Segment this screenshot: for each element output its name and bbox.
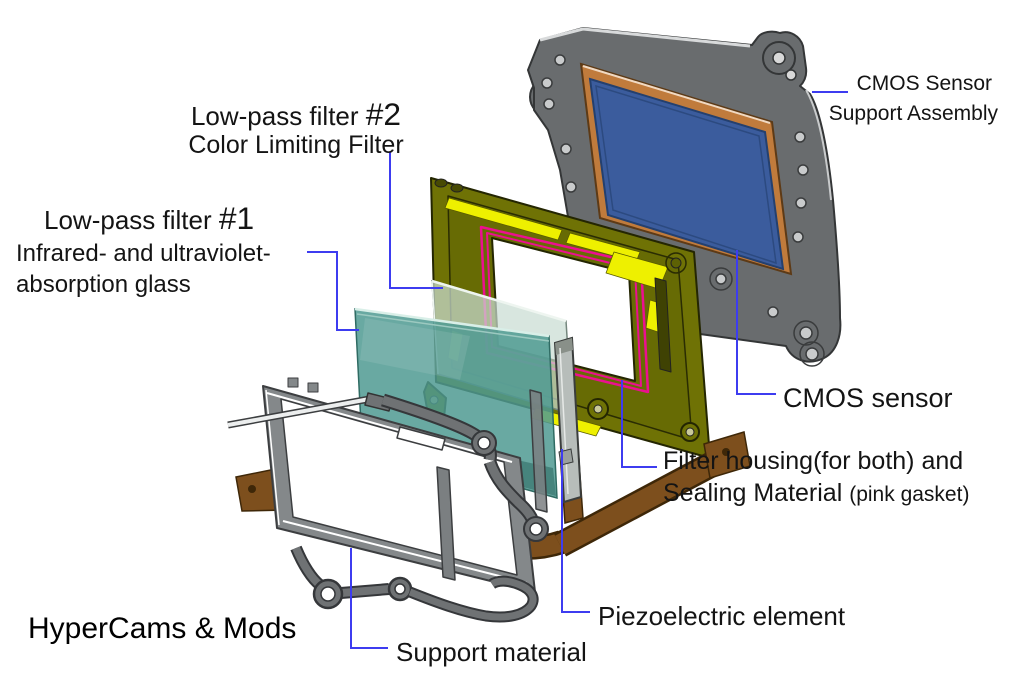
arm-ring-hole [477, 436, 491, 450]
frame-highlight [266, 392, 513, 463]
housing-screw-hole [593, 404, 603, 414]
link-ring-hole [394, 583, 406, 595]
thin-rod [227, 396, 376, 427]
lpf1-number: #1 [218, 200, 255, 236]
housing-right-slot [654, 277, 672, 373]
piezoelectric-text: Piezoelectric element [598, 601, 846, 631]
bottom-link [340, 585, 390, 597]
leader-piezo [561, 449, 590, 613]
plate-right-highlight [805, 89, 832, 201]
label-filter-housing: Filter housing(for both) and Sealing Mat… [663, 445, 969, 511]
housing-hole [434, 178, 448, 188]
lpf2-number: #2 [365, 96, 402, 132]
lpf2-subtext: Color Limiting Filter [188, 131, 404, 159]
plate-top-highlight [539, 27, 751, 48]
label-piezoelectric: Piezoelectric element [598, 601, 845, 632]
lpf1-text: Low-pass filter [44, 205, 219, 235]
label-support-assembly: CMOS Sensor Support Assembly [828, 72, 998, 126]
watermark: HyperCams & Mods [28, 612, 296, 646]
frame-tab [307, 382, 319, 393]
label-low-pass-filter-1: Low-pass filter #1 Infrared- and ultravi… [16, 200, 271, 299]
support-material-frame [227, 377, 549, 623]
plate-screw-holes [541, 54, 819, 361]
frame-far-bar [529, 389, 548, 513]
housing-hole [450, 183, 464, 193]
pale-glass-edge-highlight [431, 279, 567, 323]
frame-highlight [265, 389, 280, 526]
label-low-pass-filter-2: Low-pass filter #2 Color Limiting Filter [180, 96, 412, 160]
support-assembly-text-1: CMOS Sensor [856, 72, 992, 95]
plate-ear-hole [785, 69, 797, 81]
lpf1-subtext-2: absorption glass [16, 271, 191, 298]
filter-housing-note: (pink gasket) [849, 483, 970, 506]
arm-ring-hole [529, 522, 543, 536]
flex-riser [555, 452, 721, 555]
label-support-material: Support material [396, 637, 587, 668]
filter-housing-text-1: Filter housing(for both) and [663, 447, 964, 475]
filter-housing-text-2: Sealing Material [663, 479, 850, 507]
link-ring-hole [320, 586, 336, 602]
flex-hole [722, 448, 730, 456]
frame-tab [287, 377, 299, 388]
housing-ear-hole [670, 257, 682, 269]
frame-right-bar [436, 466, 456, 581]
teal-glass-edge-highlight [354, 307, 550, 338]
leader-lpf1 [307, 251, 359, 331]
leader-filter-housing [621, 380, 657, 468]
plate-ear-hole [772, 51, 786, 65]
housing-ear-boss [665, 252, 687, 274]
leader-lpf2 [389, 152, 443, 289]
frame-slot [396, 426, 446, 451]
lpf1-subtext-1: Infrared- and ultraviolet- [16, 240, 271, 267]
support-material-text: Support material [396, 637, 587, 667]
sensor-inner-line [595, 84, 777, 265]
lpf2-text: Low-pass filter [190, 101, 366, 131]
leader-cmos-sensor [736, 250, 776, 395]
copper-highlight [582, 65, 771, 124]
frame-highlight [282, 520, 528, 584]
teal-glass-thickness-line [356, 313, 550, 342]
flex-hole [248, 485, 256, 493]
housing-screw-hole [685, 427, 695, 437]
plate-bosses [709, 267, 825, 367]
piezo-highlight [559, 347, 569, 495]
leader-support-material [350, 548, 388, 649]
label-cmos-sensor: CMOS sensor [783, 383, 953, 414]
cmos-sensor-die [588, 77, 785, 271]
watermark-text: HyperCams & Mods [28, 612, 297, 645]
cmos-sensor-text: CMOS sensor [783, 383, 953, 413]
support-assembly-text-2: Support Assembly [828, 102, 998, 125]
leader-lines [307, 91, 848, 649]
loop-arm [408, 577, 537, 621]
teal-glass-sheen [360, 318, 470, 380]
sensor-and-copper-frame [579, 62, 793, 276]
